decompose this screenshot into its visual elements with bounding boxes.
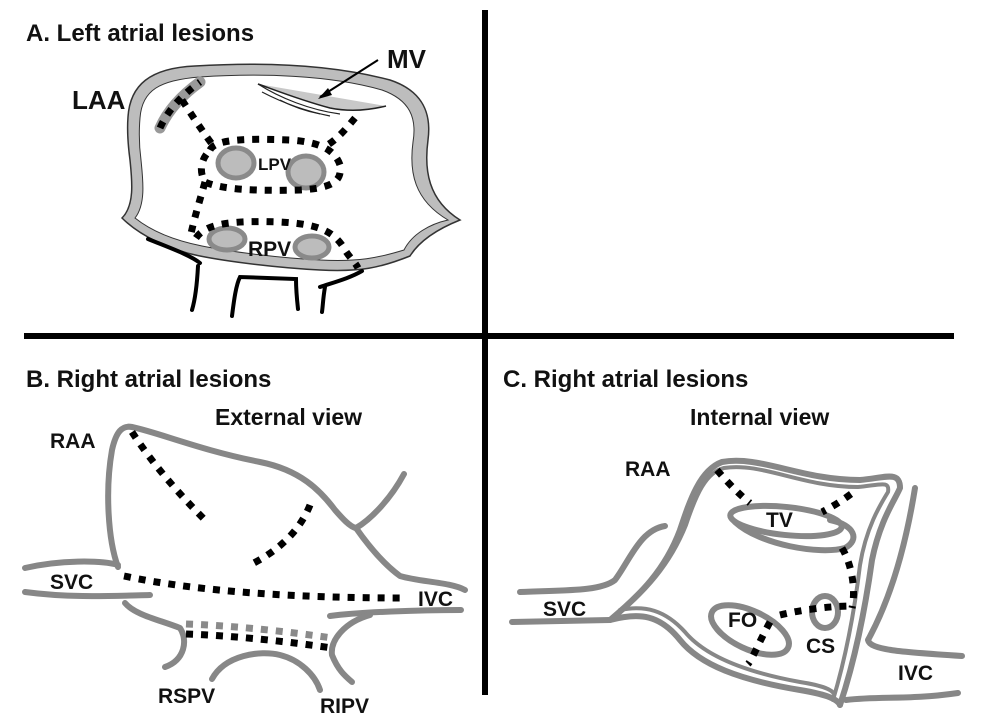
tv-roof-lesion	[820, 491, 854, 516]
vein-arch-outline	[209, 650, 323, 693]
panel-c-title: C. Right atrial lesions	[503, 366, 748, 393]
mv-arrowhead	[318, 88, 332, 99]
panel-a-title: A. Left atrial lesions	[26, 20, 254, 47]
ripv-outer-outline	[328, 612, 373, 685]
crista-lesion	[248, 503, 314, 569]
panel-b: B. Right atrial lesions External view RA…	[22, 366, 468, 718]
right-atrium-inner-wall	[614, 465, 891, 702]
rpv-encircling-lesion	[193, 218, 362, 270]
lpv-to-rpv-lesion	[186, 181, 209, 239]
tv-label: TV	[766, 509, 793, 532]
rspv-label: RSPV	[158, 685, 215, 708]
ivc-lower-outline	[327, 607, 464, 619]
cti-lesion	[838, 546, 858, 609]
svc-branch-outline	[353, 471, 407, 531]
ivc-lower-outline-c	[843, 690, 961, 703]
fo-cs-lesion	[779, 602, 853, 619]
rpv-label: RPV	[248, 238, 291, 261]
panel-c-subtitle: Internal view	[690, 404, 829, 430]
raa-tv-lesion	[714, 467, 753, 506]
raa-label-b: RAA	[50, 430, 96, 453]
svc-ivc-lesion	[123, 572, 406, 602]
fo-floor-lesion	[745, 620, 774, 667]
laa-label: LAA	[72, 85, 126, 115]
mv-pointer-arrow	[319, 59, 379, 98]
laa-to-lpv-lesion	[179, 98, 218, 151]
panel-b-title: B. Right atrial lesions	[26, 366, 271, 393]
vessel-stub-4	[318, 269, 364, 289]
cs-label: CS	[806, 635, 835, 658]
svc-label-b: SVC	[50, 571, 93, 594]
raa-label-c: RAA	[625, 458, 671, 481]
lpv-superior-oval	[215, 145, 257, 181]
mv-label: MV	[387, 44, 427, 74]
svc-lower-outline-c	[509, 617, 613, 625]
svc-lower-outline	[22, 589, 153, 600]
panel-a: A. Left atrial lesions MV LAA LPV RPV	[26, 20, 462, 318]
right-atrium-outline	[105, 423, 359, 570]
lpv-label: LPV	[258, 155, 292, 174]
fo-label: FO	[728, 609, 757, 632]
laa-lesion	[156, 79, 203, 130]
ivc-upper-outline	[353, 525, 468, 593]
ivc-label-b: IVC	[418, 588, 453, 611]
right-atrium-floor-inner	[618, 606, 836, 696]
rpv-inferior-oval	[292, 233, 332, 261]
vessel-stub-2	[190, 264, 200, 312]
interatrial-lesion-black	[185, 630, 333, 652]
ripv-label: RIPV	[320, 695, 369, 718]
interatrial-lesion-gray	[185, 620, 333, 642]
panel-c: C. Right atrial lesions Internal view RA…	[503, 366, 965, 708]
vessel-stub-5	[320, 285, 327, 314]
mv-isthmus-lesion	[320, 115, 358, 152]
right-atrium-floor	[607, 613, 843, 708]
ivc-upper-outline-c	[865, 485, 965, 659]
vessel-stub-3	[230, 274, 300, 318]
svc-upper-outline	[22, 558, 121, 571]
lpv-inferior-oval	[285, 153, 327, 191]
rspv-outer-outline	[122, 600, 188, 670]
tricuspid-valve-upper	[727, 502, 845, 540]
rpv-superior-oval	[206, 225, 248, 253]
panel-b-subtitle: External view	[215, 404, 362, 430]
svc-label-c: SVC	[543, 598, 586, 621]
fossa-ovalis-oval	[708, 602, 792, 658]
ivc-label-c: IVC	[898, 662, 933, 685]
svc-upper-outline-c	[517, 523, 668, 595]
vessel-stub-1	[146, 237, 202, 265]
right-atrium-outer-wall	[607, 457, 903, 708]
